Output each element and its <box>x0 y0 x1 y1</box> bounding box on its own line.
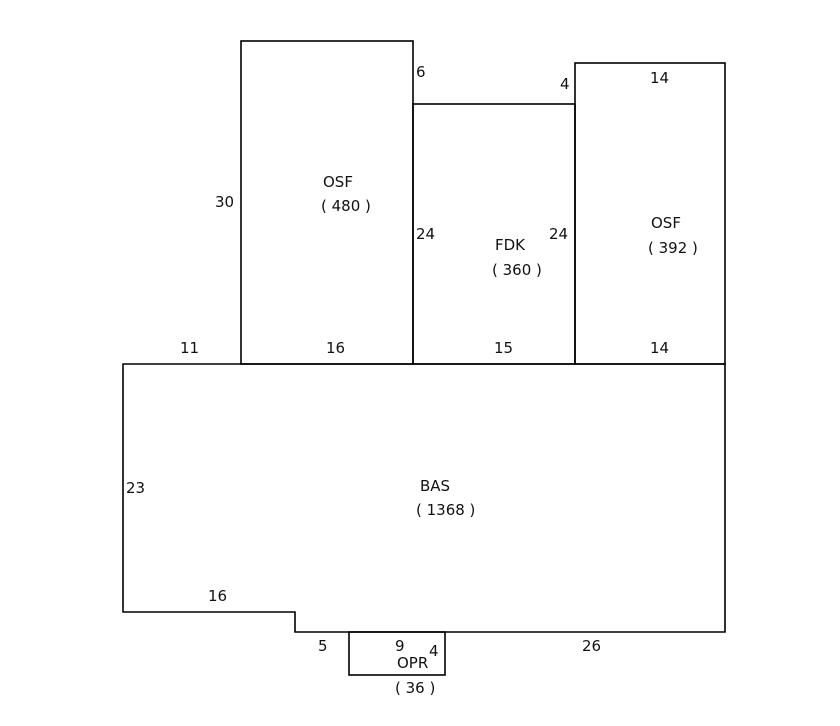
opr-outline <box>348 631 446 676</box>
dim-osf-left-width: 16 <box>326 339 345 357</box>
dim-bas-left-top: 11 <box>180 339 199 357</box>
bas-area: ( 1368 ) <box>416 501 475 519</box>
fdk-code: FDK <box>495 236 526 254</box>
opr-area: ( 36 ) <box>395 679 435 697</box>
dim-osf-left-height: 30 <box>215 193 234 211</box>
osf-left-area: ( 480 ) <box>321 197 371 215</box>
dim-opr-width: 9 <box>395 637 405 655</box>
osf-right-area: ( 392 ) <box>648 239 698 257</box>
dim-osf-right-bottom: 14 <box>650 339 669 357</box>
dim-bas-left-height: 23 <box>126 479 145 497</box>
bas-outline <box>122 363 726 633</box>
dim-bas-step: 5 <box>318 637 328 655</box>
bas-code: BAS <box>420 477 450 495</box>
dim-fdk-right-height: 24 <box>549 225 568 243</box>
opr-code: OPR <box>397 654 428 672</box>
dim-bas-bottom-right: 26 <box>582 637 601 655</box>
dim-fdk-width: 15 <box>494 339 513 357</box>
outlines <box>122 40 726 676</box>
dim-fdk-offset: 4 <box>560 75 570 93</box>
osf-left-code: OSF <box>323 173 353 191</box>
osf-right-outline <box>574 62 726 365</box>
dim-bas-bottom-left: 16 <box>208 587 227 605</box>
dim-osf-right-top: 14 <box>650 69 669 87</box>
dim-osf-left-offset: 6 <box>416 63 426 81</box>
area-labels: OSF ( 480 ) FDK ( 360 ) OSF ( 392 ) BAS … <box>321 173 698 697</box>
dim-fdk-left-height: 24 <box>416 225 435 243</box>
dim-opr-height: 4 <box>429 642 439 660</box>
osf-right-code: OSF <box>651 214 681 232</box>
dimension-labels: 30 16 6 24 24 4 15 14 14 11 23 16 5 26 9… <box>126 63 669 660</box>
fdk-area: ( 360 ) <box>492 261 542 279</box>
